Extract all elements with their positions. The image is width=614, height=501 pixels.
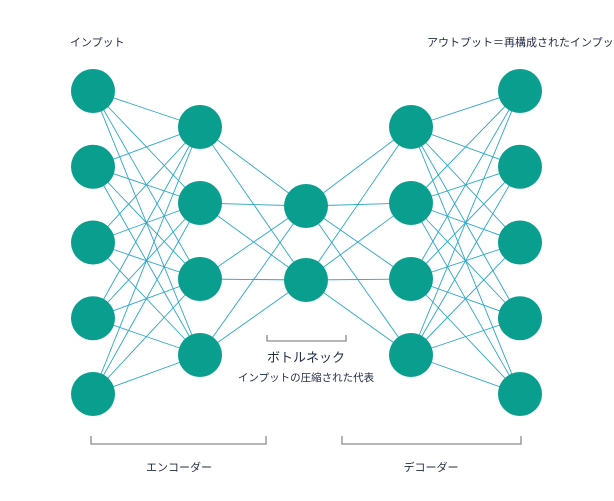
bottleneck-bracket [266,335,347,342]
neuron-layer3-node1 [284,184,328,228]
connection-l4-n4-to-n2 [410,166,521,356]
input-label: インプット [70,36,125,49]
connection-l3-n1-to-n4 [305,205,412,356]
neuron-layer1-node4 [71,296,115,341]
connection-l1-n3-to-n1 [92,126,201,243]
decoder-bracket [341,436,522,445]
neuron-layer2-node1 [178,105,222,149]
neuron-layer4-node2 [389,181,433,225]
neuron-layer3-node2 [284,258,328,302]
connection-l2-n1-to-n2 [199,126,307,281]
bottleneck-subtitle: インプットの圧縮された代表 [238,371,375,384]
decoder-label: デコーダー [404,460,459,474]
neuron-layer2-node2 [178,181,222,225]
connection-l1-n5-to-n2 [92,202,201,395]
connection-l3-n2-to-n1 [305,126,412,281]
neuron-layer2-node4 [178,333,222,377]
connection-l4-n2-to-n1 [410,90,521,204]
connection-l4-n3-to-n1 [410,90,521,280]
neuron-layer2-node3 [178,257,222,301]
neuron-layer4-node1 [389,105,433,149]
neuron-layer1-node1 [71,69,115,113]
connection-l1-n5-to-n1 [92,126,201,395]
connection-l1-n4-to-n1 [92,126,201,319]
connections [92,90,521,395]
neuron-layer4-node3 [389,257,433,301]
connection-l4-n4-to-n3 [410,242,521,356]
output-label: アウトプット＝再構成されたインプット [427,36,614,49]
neuron-layer1-node3 [71,220,115,265]
neuron-layer1-node2 [71,144,115,189]
neurons [71,69,542,416]
connection-l4-n4-to-n1 [410,90,521,356]
neuron-layer5-node3 [498,220,542,265]
encoder-bracket [90,436,267,445]
connection-l1-n5-to-n3 [92,278,201,395]
encoder-label: エンコーダー [146,460,212,474]
connection-l2-n1-to-n1 [199,126,307,207]
neuron-layer4-node4 [389,333,433,377]
neuron-layer1-node5 [71,372,115,416]
bottleneck-title: ボトルネック [267,351,345,366]
neuron-layer5-node1 [498,69,542,113]
connection-l2-n4-to-n1 [199,205,307,356]
neuron-layer5-node2 [498,144,542,189]
neuron-layer5-node4 [498,296,542,341]
neuron-layer5-node5 [498,372,542,416]
